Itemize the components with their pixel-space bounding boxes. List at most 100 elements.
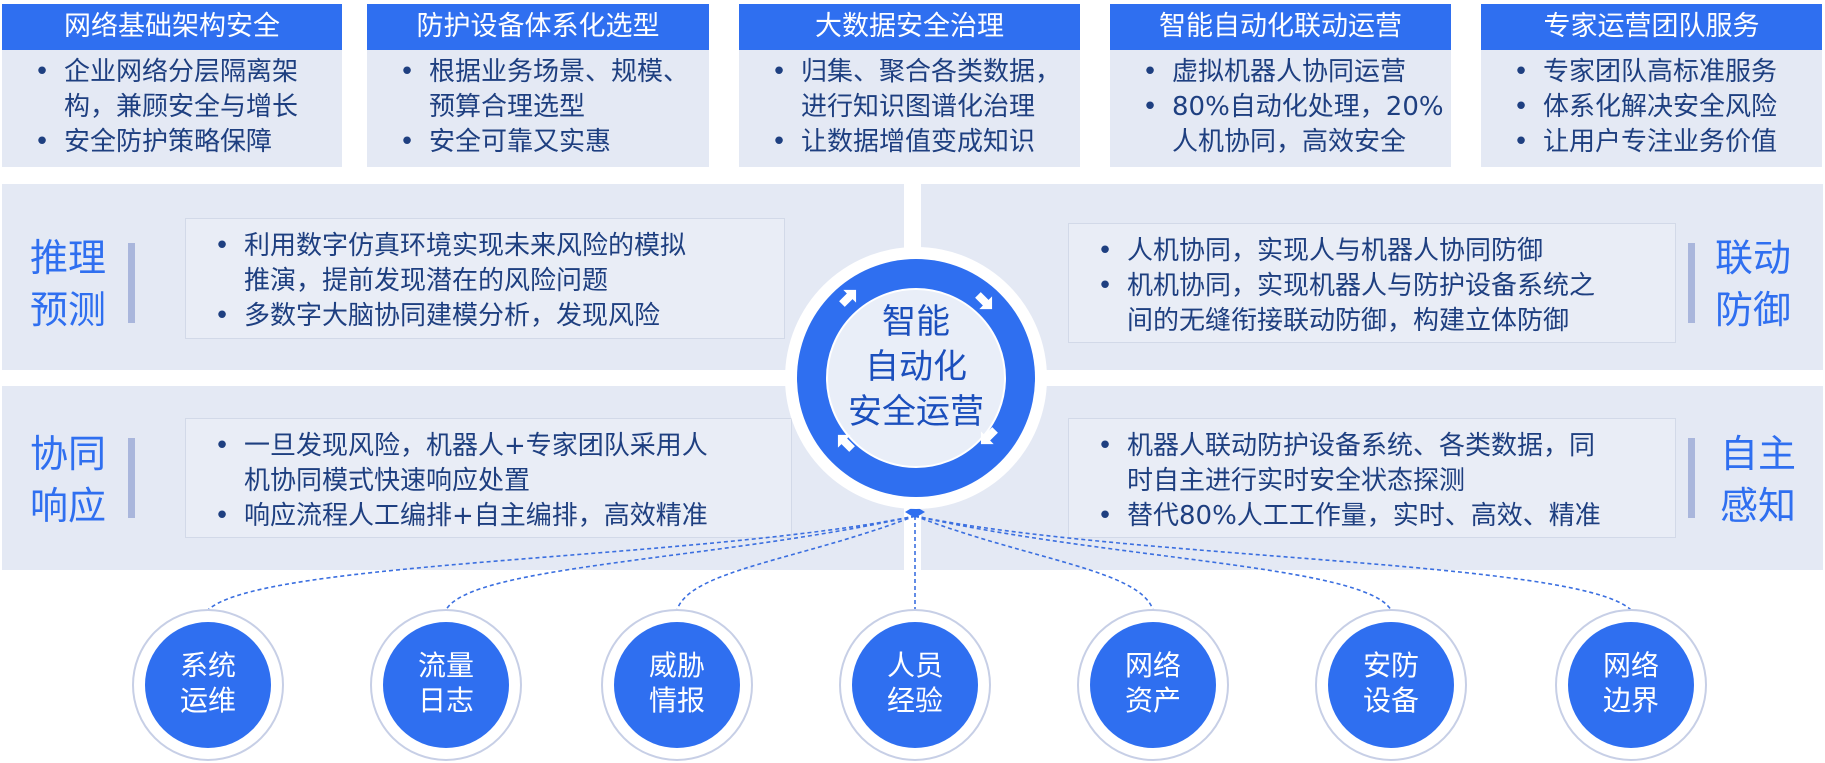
source-label-line: 人员 <box>886 649 943 682</box>
row-label-perceive: 自主 感知 <box>1720 428 1796 532</box>
card-title: 防护设备体系化选型 <box>367 4 709 50</box>
card-expert-team: 专家运营团队服务 专家团队高标准服务 体系化解决安全风险 让用户专注业务价值 <box>1481 4 1822 167</box>
row-label-line: 联动 <box>1715 236 1792 280</box>
source-circle: 人员 经验 <box>852 622 978 748</box>
card-bigdata-governance: 大数据安全治理 归集、聚合各类数据，进行知识图谱化治理 让数据增值变成知识 <box>739 4 1080 167</box>
bullet-item: 人机协同，实现人与机器人协同防御 <box>1083 234 1675 269</box>
bullet-line: 机器人联动防护设备系统、各类数据，同 <box>1127 431 1596 461</box>
source-network-boundary: 网络 边界 <box>1555 609 1707 761</box>
bullet-line: 体系化解决安全风险 <box>1543 92 1778 122</box>
hub-title-line: 智能 <box>882 302 950 342</box>
source-label: 流量 日志 <box>383 648 509 718</box>
bullet-line: 企业网络分层隔离架 <box>64 57 299 87</box>
bullet-item: 专家团队高标准服务 <box>1499 55 1822 90</box>
bullet-line: 让数据增值变成知识 <box>801 127 1036 157</box>
source-label-line: 运维 <box>179 684 236 717</box>
bullet-line: 人机协同，实现人与机器人协同防御 <box>1127 236 1544 266</box>
card-title: 网络基础架构安全 <box>2 4 342 50</box>
card-title: 大数据安全治理 <box>739 4 1080 50</box>
hub-title: 智能 自动化 安全运营 <box>826 300 1006 435</box>
cycle-arrow-icon <box>975 292 993 310</box>
bullet-line: 间的无缝衔接联动防御，构建立体防御 <box>1127 306 1570 336</box>
bullet-item: 替代80%人工工作量，实时、高效、精准 <box>1083 499 1675 534</box>
source-label-line: 情报 <box>648 684 705 717</box>
bullet-item: 根据业务场景、规模、预算合理选型 <box>385 55 709 125</box>
bullet-item: 安全可靠又实惠 <box>385 125 709 160</box>
source-label-line: 网络 <box>1124 649 1181 682</box>
card-bullets: 归集、聚合各类数据，进行知识图谱化治理 让数据增值变成知识 <box>739 55 1080 160</box>
row-label-predict: 推理 预测 <box>30 232 106 336</box>
bullet-line: 专家团队高标准服务 <box>1543 57 1778 87</box>
source-label-line: 日志 <box>417 684 474 717</box>
hub-diamond-connector <box>905 506 925 518</box>
source-label-line: 安防 <box>1362 649 1419 682</box>
card-bullets: 专家团队高标准服务 体系化解决安全风险 让用户专注业务价值 <box>1481 55 1822 160</box>
source-label-line: 资产 <box>1124 684 1181 717</box>
source-system-ops: 系统 运维 <box>132 609 284 761</box>
bullet-line: 一旦发现风险，机器人+专家团队采用人 <box>244 431 708 461</box>
bullet-line: 替代80%人工工作量，实时、高效、精准 <box>1127 501 1601 531</box>
source-circle: 流量 日志 <box>383 622 509 748</box>
bullet-line: 安全防护策略保障 <box>64 127 273 157</box>
row-label-line: 协同 <box>30 432 107 476</box>
bullet-item: 响应流程人工编排+自主编排，高效精准 <box>200 499 791 534</box>
source-label: 网络 边界 <box>1568 648 1694 718</box>
hub-title-line: 自动化 <box>865 347 967 387</box>
bullet-line: 响应流程人工编排+自主编排，高效精准 <box>244 501 708 531</box>
bullet-line: 进行知识图谱化治理 <box>801 92 1036 122</box>
source-circle: 网络 资产 <box>1090 622 1216 748</box>
source-circle: 系统 运维 <box>145 622 271 748</box>
cycle-arrow-icon <box>837 434 855 452</box>
card-bullets: 根据业务场景、规模、预算合理选型 安全可靠又实惠 <box>367 55 709 160</box>
label-divider <box>128 243 135 323</box>
bullet-line: 利用数字仿真环境实现未来风险的模拟 <box>244 231 687 261</box>
source-label: 威胁 情报 <box>614 648 740 718</box>
bullet-line: 让用户专注业务价值 <box>1543 127 1778 157</box>
source-circle: 网络 边界 <box>1568 622 1694 748</box>
bullet-line: 虚拟机器人协同运营 <box>1172 57 1407 87</box>
source-label: 系统 运维 <box>145 648 271 718</box>
card-device-selection: 防护设备体系化选型 根据业务场景、规模、预算合理选型 安全可靠又实惠 <box>367 4 709 167</box>
card-title: 专家运营团队服务 <box>1481 4 1822 50</box>
row-label-line: 预测 <box>30 288 107 332</box>
bullet-item: 让用户专注业务价值 <box>1499 125 1822 160</box>
defend-box: 人机协同，实现人与机器人协同防御 机机协同，实现机器人与防护设备系统之间的无缝衔… <box>1068 223 1676 343</box>
connector-line <box>914 515 1632 611</box>
cycle-arrow-icon <box>839 289 857 307</box>
source-label-line: 设备 <box>1362 684 1419 717</box>
bullet-line: 机机协同，实现机器人与防护设备系统之 <box>1127 271 1596 301</box>
bullet-line: 推演，提前发现潜在的风险问题 <box>244 266 609 296</box>
label-divider <box>1688 438 1695 518</box>
cycle-arrow-icon <box>980 427 998 445</box>
source-label-line: 网络 <box>1602 649 1659 682</box>
label-divider <box>1688 243 1695 323</box>
bullet-line: 机协同模式快速响应处置 <box>244 466 531 496</box>
connector-line <box>914 515 1392 611</box>
card-title: 智能自动化联动运营 <box>1110 4 1451 50</box>
row-label-line: 感知 <box>1720 484 1797 528</box>
row-label-line: 响应 <box>30 484 107 528</box>
hub-core <box>826 288 1006 468</box>
bullet-item: 让数据增值变成知识 <box>757 125 1080 160</box>
source-traffic-log: 流量 日志 <box>370 609 522 761</box>
bullet-line: 构，兼顾安全与增长 <box>64 92 299 122</box>
bullet-line: 预算合理选型 <box>429 92 586 122</box>
bullet-line: 多数字大脑协同建模分析，发现风险 <box>244 301 661 331</box>
source-label: 网络 资产 <box>1090 648 1216 718</box>
bullet-item: 虚拟机器人协同运营 <box>1128 55 1451 90</box>
row-label-line: 防御 <box>1715 288 1792 332</box>
box-bullets: 人机协同，实现人与机器人协同防御 机机协同，实现机器人与防护设备系统之间的无缝衔… <box>1083 234 1675 339</box>
card-intelligent-operation: 智能自动化联动运营 虚拟机器人协同运营 80%自动化处理，20%人机协同，高效安… <box>1110 4 1451 167</box>
source-circle: 安防 设备 <box>1328 622 1454 748</box>
source-threat-intel: 威胁 情报 <box>601 609 753 761</box>
row-label-line: 推理 <box>30 236 107 280</box>
